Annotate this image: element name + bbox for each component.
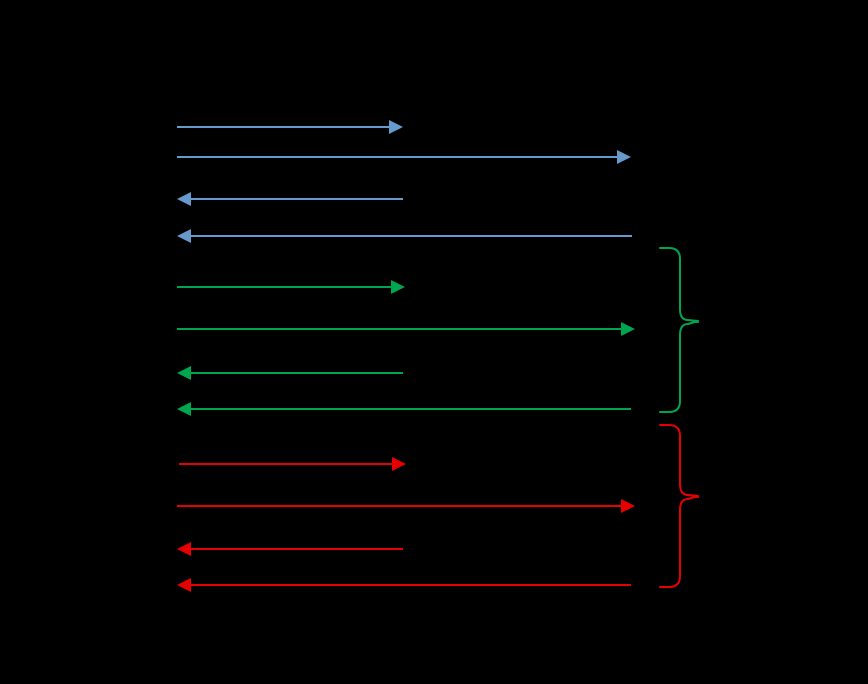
braces-layer: [659, 247, 699, 588]
arrow-group-green-group: [177, 280, 635, 416]
arrow-head: [177, 366, 191, 380]
arrow-green-short-right[interactable]: [177, 280, 405, 294]
arrow-blue-long-right[interactable]: [177, 150, 631, 164]
arrow-blue-short-right[interactable]: [177, 120, 403, 134]
arrow-group-red-group: [177, 457, 635, 592]
arrow-head: [392, 457, 406, 471]
arrow-red-long-right[interactable]: [177, 499, 635, 513]
arrow-head: [621, 322, 635, 336]
arrow-head: [177, 542, 191, 556]
arrow-red-long-left[interactable]: [177, 578, 631, 592]
arrow-head: [177, 229, 191, 243]
arrow-green-long-right[interactable]: [177, 322, 635, 336]
arrow-green-long-left[interactable]: [177, 402, 631, 416]
arrow-blue-short-left[interactable]: [177, 192, 403, 206]
arrow-group-blue-group: [177, 120, 632, 243]
arrow-green-short-left[interactable]: [177, 366, 403, 380]
arrow-head: [617, 150, 631, 164]
arrow-head: [177, 402, 191, 416]
arrow-head: [177, 578, 191, 592]
arrow-head: [389, 120, 403, 134]
arrow-blue-long-left[interactable]: [177, 229, 632, 243]
arrow-head: [621, 499, 635, 513]
arrows-layer: [177, 120, 635, 592]
arrow-red-short-left[interactable]: [177, 542, 403, 556]
arrow-head: [391, 280, 405, 294]
arrow-red-short-right[interactable]: [179, 457, 406, 471]
arrow-head: [177, 192, 191, 206]
